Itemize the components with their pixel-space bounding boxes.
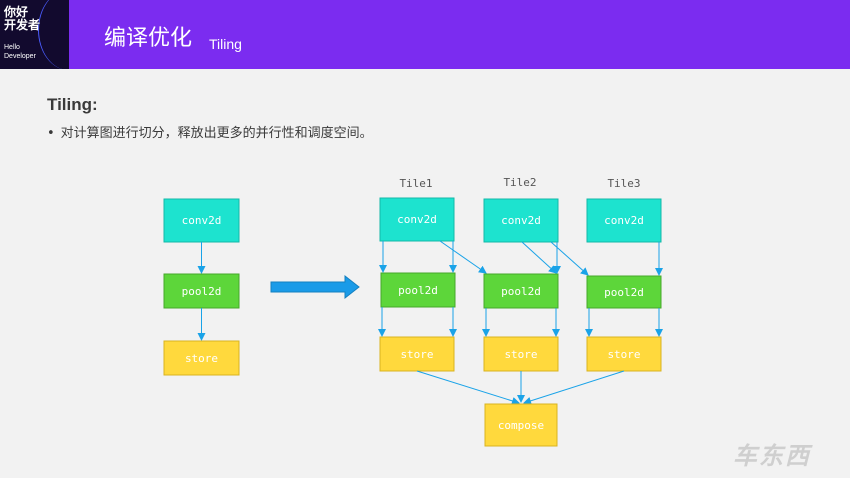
compose-label: compose xyxy=(498,419,544,432)
tile1-store-label: store xyxy=(400,348,433,361)
section-heading: Tiling: xyxy=(47,95,98,114)
tile3-conv2d-label: conv2d xyxy=(604,214,644,227)
edge-t3store-compose xyxy=(523,370,625,405)
tile2-pool2d-label: pool2d xyxy=(501,285,541,298)
tile1-pool2d-box xyxy=(380,272,456,308)
tile3-group: conv2d pool2d store xyxy=(586,198,662,372)
compose-box xyxy=(484,403,558,447)
left-pipeline: conv2d pool2d store xyxy=(163,198,240,376)
tile1-conv2d-label: conv2d xyxy=(397,213,437,226)
tile1-pool2d-label: pool2d xyxy=(398,284,438,297)
logo-text-line4: Developer xyxy=(4,53,36,60)
edge-t1conv-t2pool xyxy=(439,240,487,274)
slide-title: 编译优化 xyxy=(104,26,193,51)
tile2-pool2d-box xyxy=(483,273,559,309)
tile2-label: Tile2 xyxy=(503,176,536,189)
edge-t1store-compose xyxy=(416,370,520,405)
logo-text-line2: 开发者 xyxy=(4,18,41,32)
tile1-store-box xyxy=(379,336,455,372)
tile3-store-label: store xyxy=(607,348,640,361)
tile2-store-label: store xyxy=(504,348,537,361)
tile3-conv2d-box xyxy=(586,198,662,243)
logo-arc xyxy=(38,0,69,69)
tile1-conv2d-box xyxy=(379,197,455,242)
tile2-store-box xyxy=(483,336,559,372)
edge-t2conv-t2pool-diag xyxy=(521,241,557,274)
bullet-text: 对计算图进行切分，释放出更多的并行性和调度空间。 xyxy=(60,126,373,141)
tile2-conv2d-box xyxy=(483,198,559,243)
header-bar: 你好 开发者 Hello Developer 编译优化 Tiling xyxy=(0,0,850,69)
tile3-label: Tile3 xyxy=(607,177,640,190)
tile1-label: Tile1 xyxy=(399,177,432,190)
tile1-group: conv2d pool2d store xyxy=(379,197,456,372)
left-store-label: store xyxy=(185,352,218,365)
left-conv2d-label: conv2d xyxy=(182,214,222,227)
tile3-pool2d-box xyxy=(586,275,662,309)
watermark-logo: 车东西 xyxy=(733,442,811,470)
left-pool2d-box xyxy=(163,273,240,309)
bullet-point: • 对计算图进行切分，释放出更多的并行性和调度空间。 xyxy=(47,122,373,141)
logo-text-line3: Hello xyxy=(4,44,20,51)
logo-text-line1: 你好 xyxy=(4,5,29,19)
transform-arrow xyxy=(270,274,360,300)
hello-developer-logo: 你好 开发者 Hello Developer xyxy=(0,0,69,69)
edge-t2conv-t3pool xyxy=(550,241,589,276)
tile3-pool2d-label: pool2d xyxy=(604,286,644,299)
bullet-dot: • xyxy=(47,126,55,141)
tile2-group: conv2d pool2d store xyxy=(483,198,559,372)
slide-subtitle: Tiling xyxy=(209,36,242,52)
left-store-box xyxy=(163,340,240,376)
left-pool2d-label: pool2d xyxy=(182,285,222,298)
tile2-conv2d-label: conv2d xyxy=(501,214,541,227)
